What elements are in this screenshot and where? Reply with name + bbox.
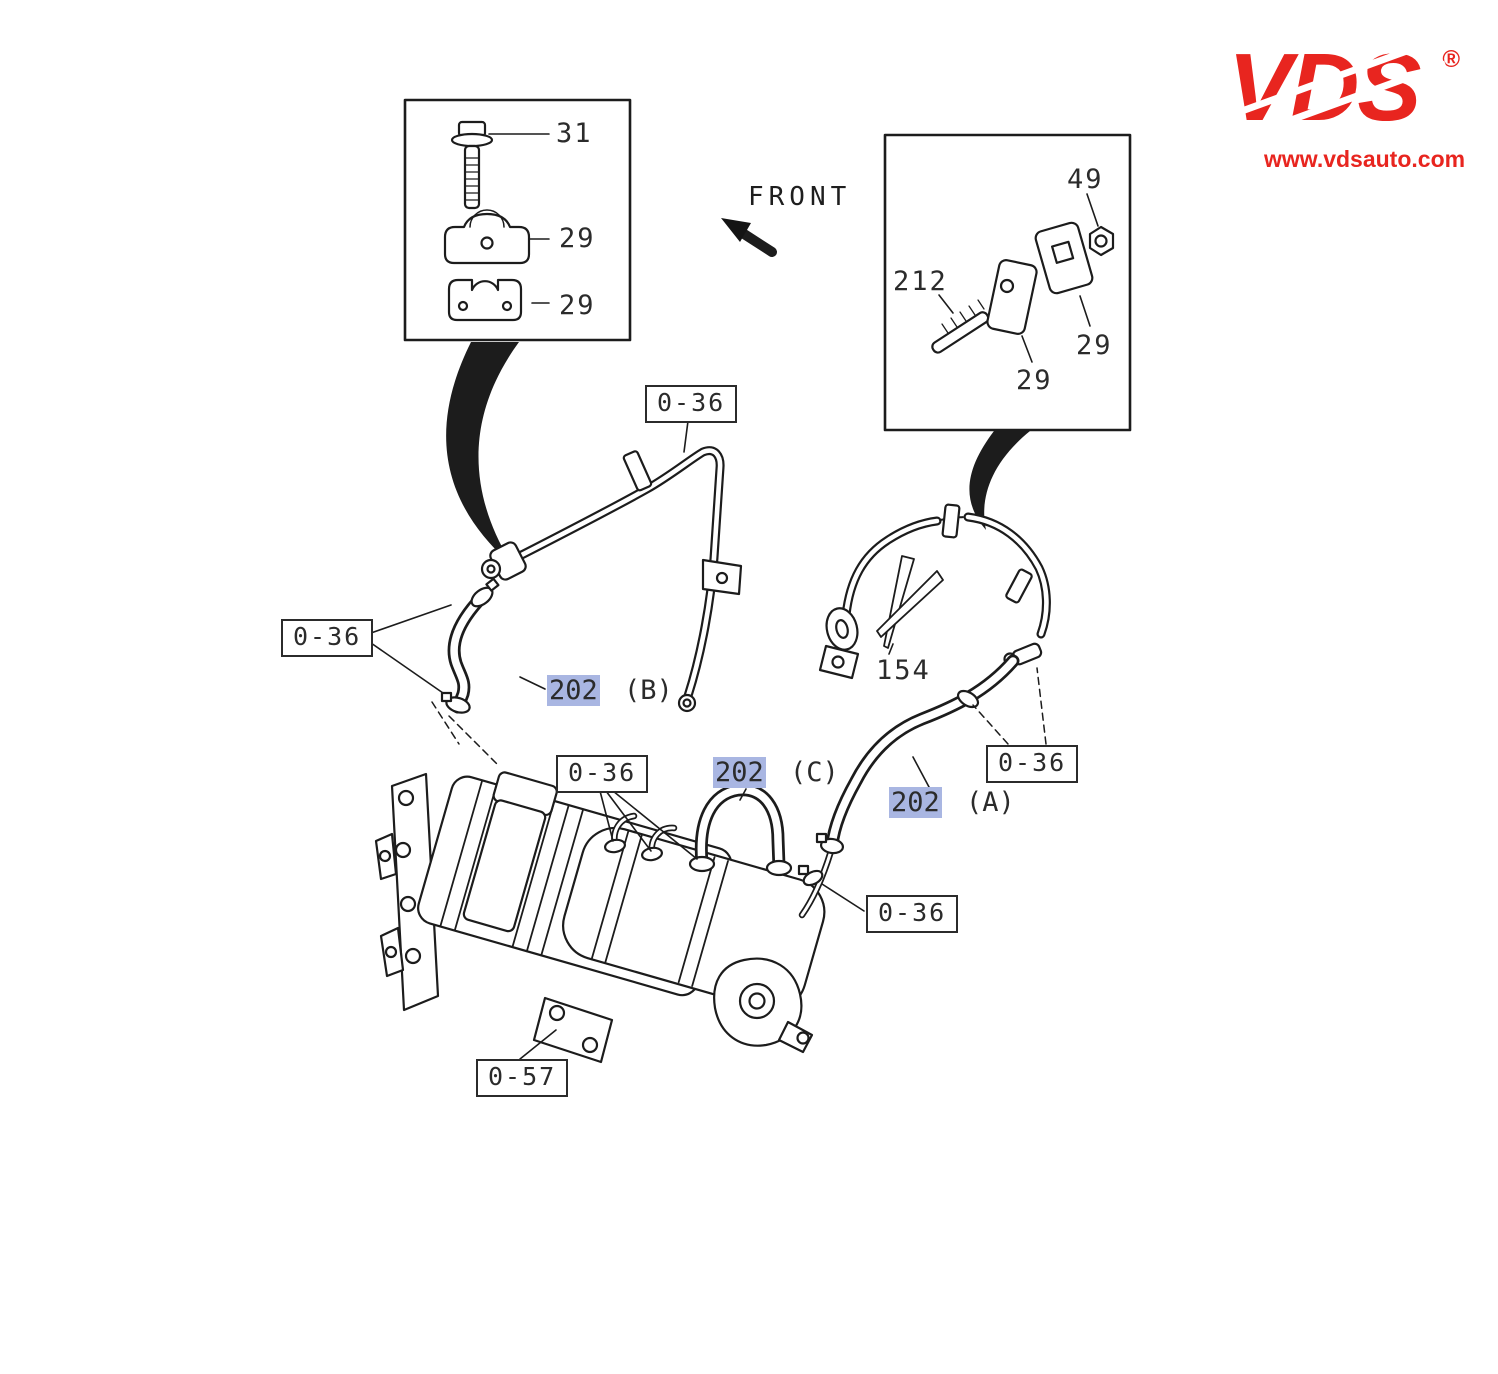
part-202-c-suffix: (C) — [790, 757, 839, 788]
leader-ref-hose-a — [972, 667, 1047, 745]
ref-0-36-hose-c[interactable]: 0-36 — [556, 755, 649, 793]
leader-202-a — [912, 756, 930, 788]
leader-212 — [938, 294, 954, 314]
cable-tie-illustration — [876, 555, 944, 649]
part-202-a-number[interactable]: 202 — [889, 787, 942, 818]
swoosh-left — [446, 342, 519, 566]
cooler-return-stub — [797, 847, 835, 919]
leader-ref-cooler — [519, 1029, 557, 1060]
callout-29-block-a[interactable]: 29 — [1016, 365, 1053, 396]
vds-logo: VDS ® — [1228, 36, 1460, 143]
clamp-block-a-illustration — [986, 259, 1038, 335]
ref-0-36-hose-b[interactable]: 0-36 — [281, 619, 374, 657]
nut-49-illustration — [1088, 225, 1115, 257]
bolt-31-illustration — [450, 120, 494, 210]
leader-202-c — [739, 788, 747, 801]
part-202-a-suffix: (A) — [966, 787, 1015, 818]
part-label-202-b[interactable]: 202 (B) — [547, 675, 673, 706]
ref-0-36-lower-clamp[interactable]: 0-36 — [866, 895, 959, 933]
clamp-upper-29-illustration — [443, 209, 531, 265]
clamp-block-b-illustration — [1034, 221, 1094, 295]
callout-31-bolt[interactable]: 31 — [556, 118, 593, 149]
egr-cooler-assembly — [374, 771, 835, 1064]
ref-0-36-top-pipe[interactable]: 0-36 — [645, 385, 738, 423]
front-direction-label: FRONT — [748, 182, 852, 212]
part-label-202-c[interactable]: 202 (C) — [713, 757, 839, 788]
part-202-b-suffix: (B) — [624, 675, 673, 706]
leader-154 — [888, 643, 894, 655]
stud-212-illustration — [931, 299, 990, 354]
cooler-inlet-stubs — [603, 812, 678, 862]
inset-right-detail — [883, 133, 1132, 432]
callout-49-nut[interactable]: 49 — [1067, 164, 1104, 195]
hidden-line-hose-b — [431, 701, 498, 765]
callout-29-clamp-lower[interactable]: 29 — [559, 290, 596, 321]
leader-ref-top-pipe — [683, 420, 689, 453]
callout-29-block-b[interactable]: 29 — [1076, 330, 1113, 361]
water-pipe-top — [480, 446, 743, 713]
leader-ref-hose-c — [599, 790, 698, 860]
leader-202-b — [519, 676, 546, 690]
leader-49 — [1086, 193, 1099, 227]
leader-ref-lower-clamp — [821, 883, 865, 912]
water-pipe-right — [818, 503, 1051, 680]
cooler-valve — [713, 957, 814, 1054]
ref-0-36-hose-a[interactable]: 0-36 — [986, 745, 1079, 783]
hose-202-b-illustration — [440, 577, 500, 714]
part-label-202-a[interactable]: 202 (A) — [889, 787, 1015, 818]
callout-29-clamp-upper[interactable]: 29 — [559, 223, 596, 254]
registered-mark-icon: ® — [1442, 46, 1460, 73]
part-202-c-number[interactable]: 202 — [713, 757, 766, 788]
cooler-mount-bracket — [374, 772, 440, 1012]
cooler-flange — [532, 996, 614, 1064]
hose-202-c-illustration — [688, 783, 793, 877]
part-202-b-number[interactable]: 202 — [547, 675, 600, 706]
callout-154-cable-tie[interactable]: 154 — [876, 655, 931, 686]
swoosh-right — [969, 431, 1030, 530]
front-arrow-icon — [721, 218, 777, 257]
website-link[interactable]: www.vdsauto.com — [1264, 146, 1466, 172]
clamp-lower-29-illustration — [447, 278, 523, 322]
leader-29-block-b — [1079, 295, 1091, 327]
leader-ref-hose-b — [370, 604, 452, 694]
leader-29-block-a — [1021, 335, 1033, 363]
callout-212-stud[interactable]: 212 — [893, 266, 948, 297]
inset-left-detail — [403, 98, 632, 342]
ref-0-57-egr-cooler[interactable]: 0-57 — [476, 1059, 569, 1097]
hose-202-a-illustration — [815, 654, 1020, 855]
